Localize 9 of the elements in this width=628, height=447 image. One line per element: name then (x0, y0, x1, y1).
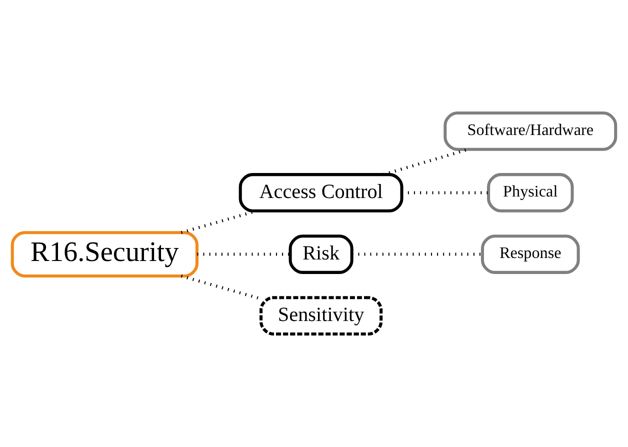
node-box: Physical (487, 173, 574, 212)
node-box: Access Control (238, 173, 404, 212)
connector (383, 148, 469, 176)
node-box: Risk (288, 234, 354, 274)
node-box: Software/Hardware (444, 112, 618, 151)
node-box: Response (480, 234, 580, 274)
connector (180, 274, 262, 300)
node-box: Sensitivity (260, 296, 383, 336)
node-box: R16.Security (10, 231, 198, 278)
